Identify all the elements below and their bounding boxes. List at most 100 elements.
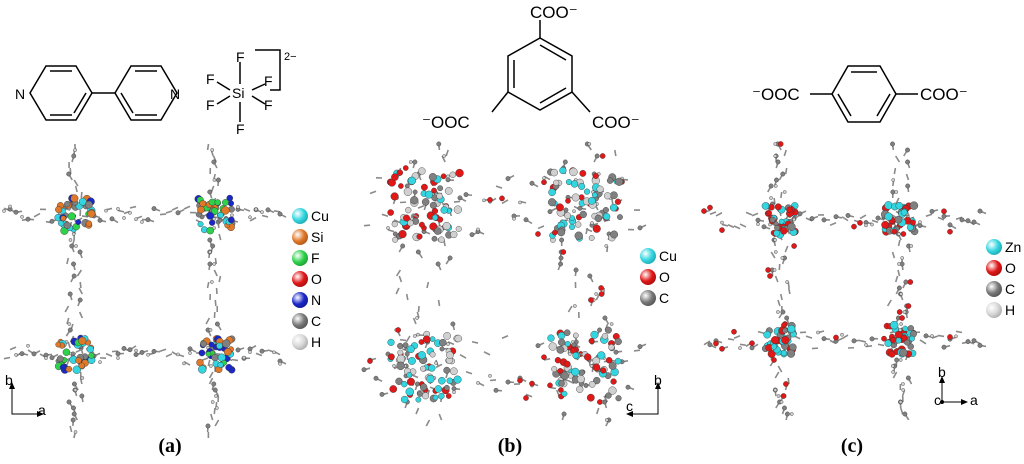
atom [564,212,571,219]
atom [889,336,897,344]
atom [424,190,433,199]
atom [452,390,456,394]
atom [523,217,529,223]
atom [789,412,794,416]
atom [66,399,72,405]
atom [415,249,421,255]
bond [381,213,389,218]
bond [567,379,575,385]
atom [454,334,462,343]
atom [558,255,564,261]
bond [255,352,263,357]
atom [774,177,779,183]
atom [431,187,437,194]
bond [437,299,441,307]
legend-label: O [659,268,670,285]
atom [449,171,456,178]
atom [70,194,79,203]
atom [558,380,565,387]
bond [595,407,600,415]
atom [782,190,787,194]
atom [851,223,857,230]
legend-label: Cu [659,247,677,264]
bond [787,377,790,385]
atom [574,231,583,240]
f-top-label: F [236,49,245,65]
bond [64,305,70,313]
atom [438,392,445,400]
atom [236,205,240,209]
atom [797,211,803,217]
atom [432,394,439,401]
legend-label: C [311,312,322,329]
bond [715,212,723,217]
atom [902,325,909,332]
atom [436,141,442,147]
atom [67,322,72,326]
atom [62,348,71,356]
bond [783,149,787,157]
atom [13,209,19,215]
atom [439,346,445,352]
atom [88,352,95,359]
bond [721,223,729,227]
atom [396,169,404,176]
bond [79,281,82,289]
atom [786,206,793,213]
atom [209,364,213,368]
bond [66,317,70,325]
atom [557,228,566,237]
atom [217,211,224,219]
atom [707,204,713,211]
atom [210,280,214,284]
atom [781,336,790,345]
bond [206,143,210,151]
atom [482,198,486,203]
legend-label: Zn [1005,238,1022,255]
atom [905,159,910,165]
legend-ball-icon [640,289,656,306]
atom [440,173,447,180]
atom [408,160,413,164]
legend-ball-icon [292,270,308,287]
atom [909,201,919,210]
atom [597,351,606,360]
bond [733,335,741,339]
atom [442,154,446,158]
atom [67,212,76,221]
atom [572,209,576,214]
atom [897,232,901,236]
atom [367,358,373,364]
atom [208,250,212,254]
atom [387,338,395,346]
atom [954,334,958,339]
legend-ball-icon [292,207,308,224]
atom [583,383,589,388]
atom [899,292,904,296]
si-atom-label: Si [232,85,244,101]
bond [585,228,593,233]
atom [971,338,977,344]
bond [218,275,222,283]
atom [446,351,454,359]
atom [420,183,428,191]
atom [397,349,404,356]
atom [493,387,499,393]
atom [776,394,781,398]
bond [757,330,765,335]
atom [780,309,786,315]
atom [749,340,755,347]
atom [569,167,578,177]
atom [60,215,67,222]
atom [226,194,233,202]
carboxylate-left-label: ⁻OOC [752,85,800,104]
atom [145,217,151,223]
atom [14,353,18,357]
atom [907,343,914,350]
atom [68,238,73,242]
atom [586,393,595,402]
atom [773,142,778,146]
bond [210,413,214,421]
atom [55,206,63,214]
atom [768,204,775,211]
